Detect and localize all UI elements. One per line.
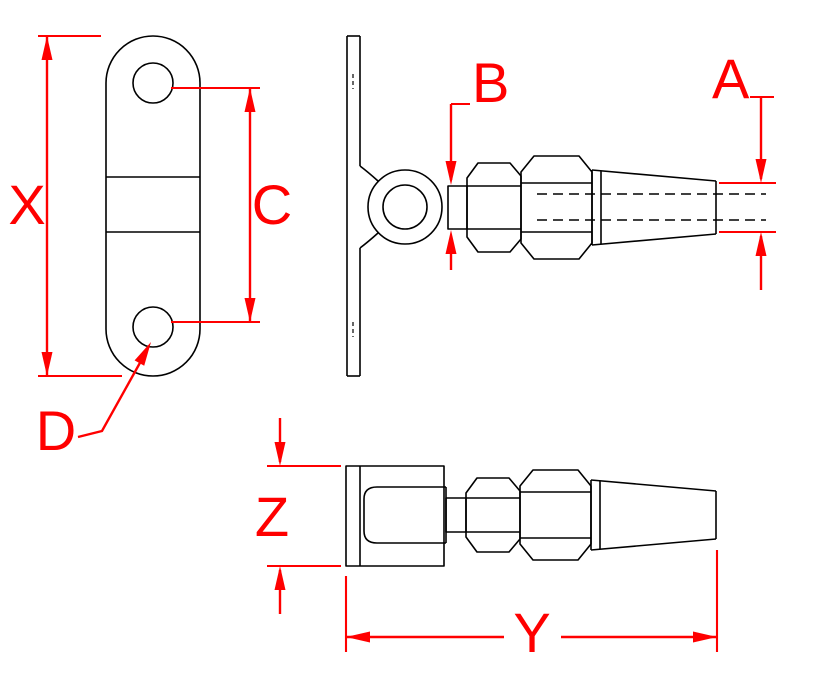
dimension-y: Y <box>344 550 719 664</box>
swage-taper-top <box>591 169 717 182</box>
dim-y-arrow-left-icon <box>346 631 370 643</box>
dim-z-arrow-up-icon <box>274 566 286 590</box>
hex-body-top-view <box>519 469 592 561</box>
dimension-c-label: C <box>252 173 292 236</box>
dim-b-arrow-up-icon <box>445 230 457 254</box>
callout-d-leader <box>77 351 148 439</box>
hex-body <box>520 155 593 260</box>
dim-c-arrow-up-icon <box>244 88 256 112</box>
knuckle-top-view <box>363 486 446 544</box>
knuckle-fillet-top <box>359 165 379 182</box>
hinge-pin-hole <box>382 184 428 230</box>
callout-d-label: D <box>36 399 76 462</box>
swage-taper-top-view-b <box>590 538 717 551</box>
callout-d: D <box>36 342 151 462</box>
stud-pin-top-view <box>445 497 467 533</box>
swage-taper-bottom <box>591 233 717 246</box>
front-view <box>105 35 201 377</box>
dimension-z: Z <box>255 418 341 614</box>
dimension-y-label: Y <box>513 601 550 664</box>
dimension-a: A <box>712 47 776 290</box>
dimension-x: X <box>8 34 122 378</box>
swage-taper-top-view-a <box>590 479 717 492</box>
dim-c-arrow-down-icon <box>244 298 256 322</box>
bottom-mounting-hole <box>132 306 174 348</box>
top-mounting-hole <box>132 62 174 104</box>
dimension-b-label: B <box>472 51 509 114</box>
plate-top-view <box>345 465 445 567</box>
dimension-c: C <box>171 86 292 324</box>
dimension-b: B <box>445 51 509 270</box>
dim-y-arrow-right-icon <box>693 631 717 643</box>
dim-a-arrow-down-icon <box>755 159 767 183</box>
dim-x-arrow-up-icon <box>41 36 53 60</box>
dim-z-arrow-down-icon <box>274 442 286 466</box>
dim-b-arrow-down-icon <box>445 161 457 185</box>
hinge-knuckle-outer <box>367 169 443 245</box>
dim-a-arrow-up-icon <box>755 232 767 256</box>
knuckle-fillet-bottom <box>359 232 379 249</box>
stud-pin <box>447 185 468 230</box>
dim-x-arrow-down-icon <box>41 352 53 376</box>
jam-nut-top-view <box>465 477 521 553</box>
mounting-plate-outline <box>105 35 201 377</box>
side-view <box>346 35 766 377</box>
callout-d-arrow-icon <box>134 342 151 366</box>
dimension-x-label: X <box>8 173 45 236</box>
dimension-a-label: A <box>712 47 750 110</box>
dimension-z-label: Z <box>255 485 289 548</box>
jam-nut <box>466 162 522 253</box>
top-view <box>345 465 717 567</box>
